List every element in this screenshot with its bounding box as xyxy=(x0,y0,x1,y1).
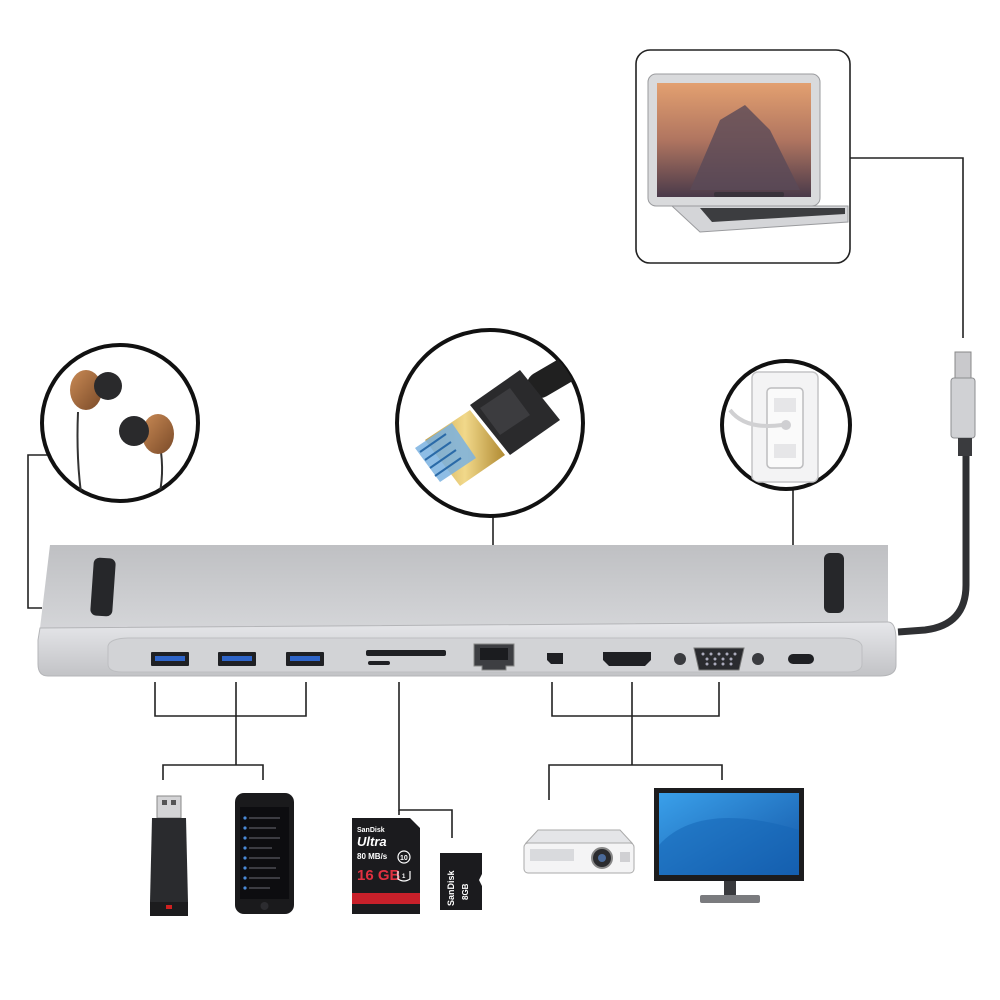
video-bracket xyxy=(551,682,720,717)
usb-a-port-icon xyxy=(218,652,256,666)
smartphone-icon xyxy=(235,793,294,914)
usb-a-port-icon xyxy=(151,652,189,666)
svg-text:1: 1 xyxy=(402,874,406,880)
laptop-icon xyxy=(647,73,849,233)
usb-bracket xyxy=(154,682,307,717)
micro-sd-icon: SanDisk 8GB xyxy=(440,853,482,910)
projector-icon xyxy=(523,829,635,874)
monitor-icon xyxy=(654,788,804,903)
rj45-port-icon xyxy=(473,643,515,671)
usb-c-port-icon xyxy=(788,654,814,664)
micro-sd-slot-icon xyxy=(368,661,390,665)
sd-speed: 80 MB/s xyxy=(357,852,388,861)
mini-dp-port-icon xyxy=(547,653,563,664)
sd-line: Ultra xyxy=(357,834,387,849)
sd-bracket xyxy=(398,682,453,838)
micro-sd-capacity: 8GB xyxy=(461,883,470,900)
sd-slot-icon xyxy=(366,650,446,656)
laptop-connector xyxy=(850,157,964,338)
sd-card-icon: SanDisk Ultra 80 MB/s 16 GB 10 1 xyxy=(352,818,420,914)
ethernet-circle xyxy=(395,328,585,518)
earphones-circle xyxy=(40,343,200,503)
sd-brand: SanDisk xyxy=(357,827,385,834)
earphones-connector xyxy=(27,454,48,609)
vga-port-icon xyxy=(674,647,764,671)
laptop-panel xyxy=(635,49,851,264)
usb-devices-bracket xyxy=(162,764,264,780)
micro-sd-brand: SanDisk xyxy=(446,869,456,906)
hub-ports xyxy=(151,643,814,671)
usb-flash-drive-icon xyxy=(150,795,188,916)
rubber-foot-right xyxy=(824,553,844,613)
usb-a-port-icon xyxy=(286,652,324,666)
sd-uhs-icon: 1 xyxy=(397,871,411,882)
connector-lines xyxy=(27,157,964,838)
sd-capacity: 16 GB xyxy=(357,867,401,884)
rubber-foot-left xyxy=(90,557,116,617)
svg-text:10: 10 xyxy=(400,855,408,862)
power-circle xyxy=(720,359,852,491)
earphones-icon xyxy=(70,370,174,501)
usb-c-power-icon xyxy=(728,371,819,483)
usb-c-cable xyxy=(897,351,976,636)
video-devices-bracket xyxy=(548,764,723,800)
hdmi-port-icon xyxy=(603,652,651,666)
sd-class-icon: 10 xyxy=(397,850,411,864)
